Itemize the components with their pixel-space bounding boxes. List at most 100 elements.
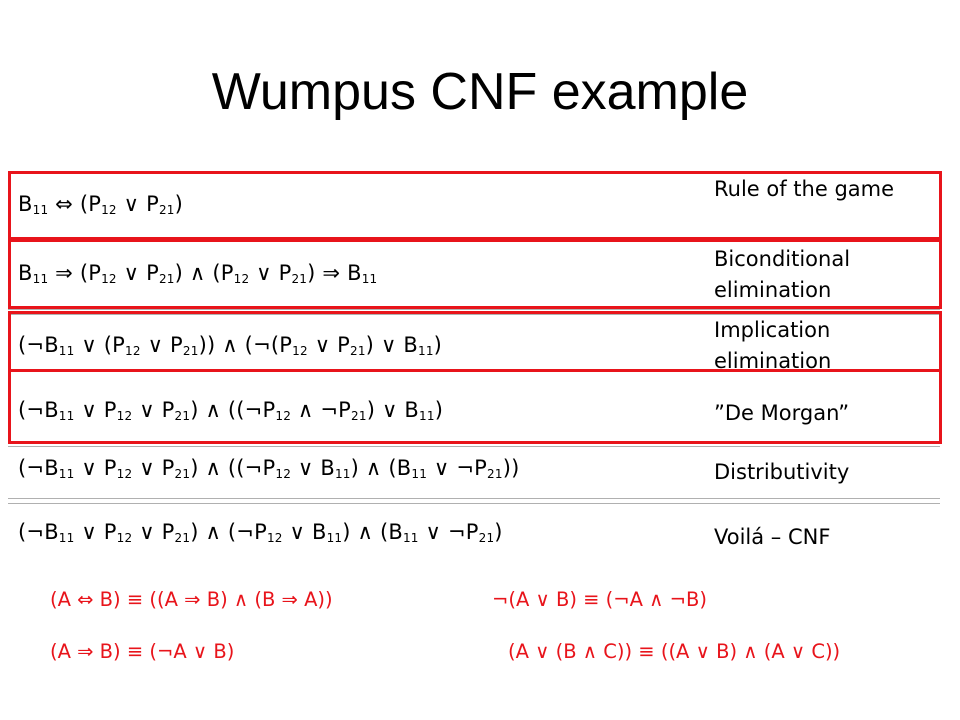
formula-term: ) ∧ ((¬P (190, 398, 276, 422)
formula-subscript: 11 (32, 272, 49, 286)
formula-term: ) ∧ (B (342, 520, 403, 544)
row-separator (8, 503, 940, 504)
formula-term: ∨ P (132, 520, 175, 544)
step-note: Implication elimination (714, 318, 832, 373)
formula-term: ∨ P (116, 192, 159, 216)
formula-term: ∨ P (132, 398, 175, 422)
formula-term: ) ∧ (¬P (190, 520, 267, 544)
formula-subscript: 12 (125, 344, 141, 358)
formula-term: (¬B (18, 398, 59, 422)
formula-term: ∨ ¬P (427, 456, 488, 480)
highlight-box-biconditional (8, 239, 942, 309)
formula-subscript: 21 (182, 344, 199, 358)
formula-subscript: 12 (292, 344, 308, 358)
step-formula: (¬B11 ∨ P12 ∨ P21) ∧ ((¬P12 ∨ B11) ∧ (B1… (18, 456, 519, 481)
formula-term: B (18, 192, 33, 216)
formula-term: ⇒ (P (48, 261, 102, 285)
row-separator (8, 314, 940, 315)
formula-subscript: 12 (116, 409, 133, 423)
formula-term: ) ∨ B (366, 398, 420, 422)
formula-subscript: 21 (487, 467, 503, 481)
highlight-box-de-morgan (8, 369, 942, 444)
formula-term: ∨ (P (74, 333, 126, 357)
formula-term: ∨ P (249, 261, 292, 285)
formula-subscript: 21 (351, 409, 367, 423)
formula-subscript: 12 (275, 409, 292, 423)
formula-term: ) (434, 398, 444, 422)
formula-subscript: 11 (419, 409, 435, 423)
page-title: Wumpus CNF example (211, 63, 749, 121)
formula-subscript: 21 (174, 467, 191, 481)
formula-term: ) ∧ (P (174, 261, 234, 285)
step-formula: (¬B11 ∨ P12 ∨ P21) ∧ ((¬P12 ∧ ¬P21) ∨ B1… (18, 398, 443, 423)
formula-subscript: 11 (361, 272, 378, 286)
formula-term: ∨ P (116, 261, 159, 285)
row-separator (8, 309, 940, 310)
step-note: Rule of the game (714, 177, 895, 201)
formula-subscript: 11 (58, 344, 75, 358)
derivation-step: (¬B11 ∨ P12 ∨ P21) ∧ (¬P12 ∨ B11) ∧ (B11… (18, 512, 830, 568)
formula-subscript: 21 (478, 531, 495, 545)
formula-subscript: 12 (101, 272, 117, 286)
law-implication-elimination: (A ⇒ B) ≡ (¬A ∨ B) (50, 640, 235, 663)
formula-term: ∨ P (140, 333, 183, 357)
formula-term: (¬B (18, 333, 59, 357)
formula-subscript: 21 (158, 272, 175, 286)
step-note: Voilá – CNF (714, 525, 831, 549)
formula-term: ∨ B (282, 520, 327, 544)
formula-subscript: 11 (334, 467, 351, 481)
law-biconditional-elimination: (A ⇔ B) ≡ ((A ⇒ B) ∧ (B ⇒ A)) (50, 588, 333, 611)
formula-term: ∨ P (132, 456, 175, 480)
formula-subscript: 21 (350, 344, 366, 358)
formula-term: ) (174, 192, 184, 216)
formula-subscript: 11 (58, 467, 75, 481)
formula-subscript: 11 (58, 409, 75, 423)
law-distributivity: (A ∨ (B ∧ C)) ≡ ((A ∨ B) ∧ (A ∨ C)) (508, 640, 841, 663)
formula-subscript: 11 (411, 467, 428, 481)
derivation-step: (¬B11 ∨ P12 ∨ P21) ∧ ((¬P12 ∧ ¬P21) ∨ B1… (18, 386, 849, 442)
formula-term: ∨ ¬P (418, 520, 479, 544)
derivation-step: B11 ⇒ (P12 ∨ P21) ∧ (P12 ∨ P21) ⇒ B11 Bi… (18, 246, 850, 302)
formula-term: ∧ ¬P (291, 398, 352, 422)
formula-term: ∨ P (74, 456, 117, 480)
formula-subscript: 11 (58, 531, 75, 545)
derivation-step: (¬B11 ∨ (P12 ∨ P21)) ∧ (¬(P12 ∨ P21) ∨ B… (18, 318, 831, 374)
derivation-step: B11 ⇔ (P12 ∨ P21) Rule of the game (18, 176, 894, 232)
formula-subscript: 12 (101, 203, 117, 217)
formula-term: ) ∨ B (365, 333, 418, 357)
formula-term: ∨ P (74, 520, 117, 544)
formula-term: (¬B (18, 520, 59, 544)
formula-subscript: 21 (174, 409, 191, 423)
formula-subscript: 11 (418, 344, 434, 358)
formula-term: ) ∧ ((¬P (190, 456, 276, 480)
formula-term: B (18, 261, 33, 285)
step-note: Distributivity (714, 460, 850, 484)
highlight-box-rule (8, 171, 942, 240)
formula-subscript: 21 (158, 203, 175, 217)
step-formula: (¬B11 ∨ P12 ∨ P21) ∧ (¬P12 ∨ B11) ∧ (B11… (18, 520, 503, 545)
formula-subscript: 12 (116, 467, 133, 481)
formula-term: ) ∧ (B (350, 456, 412, 480)
formula-term: )) (502, 456, 520, 480)
formula-term: ) ⇒ B (307, 261, 362, 285)
row-separator (8, 446, 940, 447)
formula-subscript: 12 (233, 272, 250, 286)
formula-subscript: 12 (266, 531, 283, 545)
formula-subscript: 12 (275, 467, 292, 481)
step-note: Biconditional elimination (714, 247, 851, 302)
formula-term: )) ∧ (¬(P (198, 333, 293, 357)
formula-term: ∨ B (291, 456, 335, 480)
formula-term: ⇔ (P (48, 192, 102, 216)
formula-term: ) (494, 520, 503, 544)
formula-term: ∨ P (307, 333, 350, 357)
formula-term: ∨ P (74, 398, 117, 422)
formula-subscript: 21 (174, 531, 191, 545)
formula-term: (¬B (18, 456, 59, 480)
row-separator (8, 498, 940, 499)
formula-subscript: 21 (291, 272, 308, 286)
step-formula: B11 ⇒ (P12 ∨ P21) ∧ (P12 ∨ P21) ⇒ B11 (18, 261, 377, 286)
step-formula: (¬B11 ∨ (P12 ∨ P21)) ∧ (¬(P12 ∨ P21) ∨ B… (18, 333, 442, 358)
formula-subscript: 11 (402, 531, 419, 545)
formula-subscript: 11 (326, 531, 343, 545)
law-de-morgan: ¬(A ∨ B) ≡ (¬A ∧ ¬B) (492, 588, 707, 611)
